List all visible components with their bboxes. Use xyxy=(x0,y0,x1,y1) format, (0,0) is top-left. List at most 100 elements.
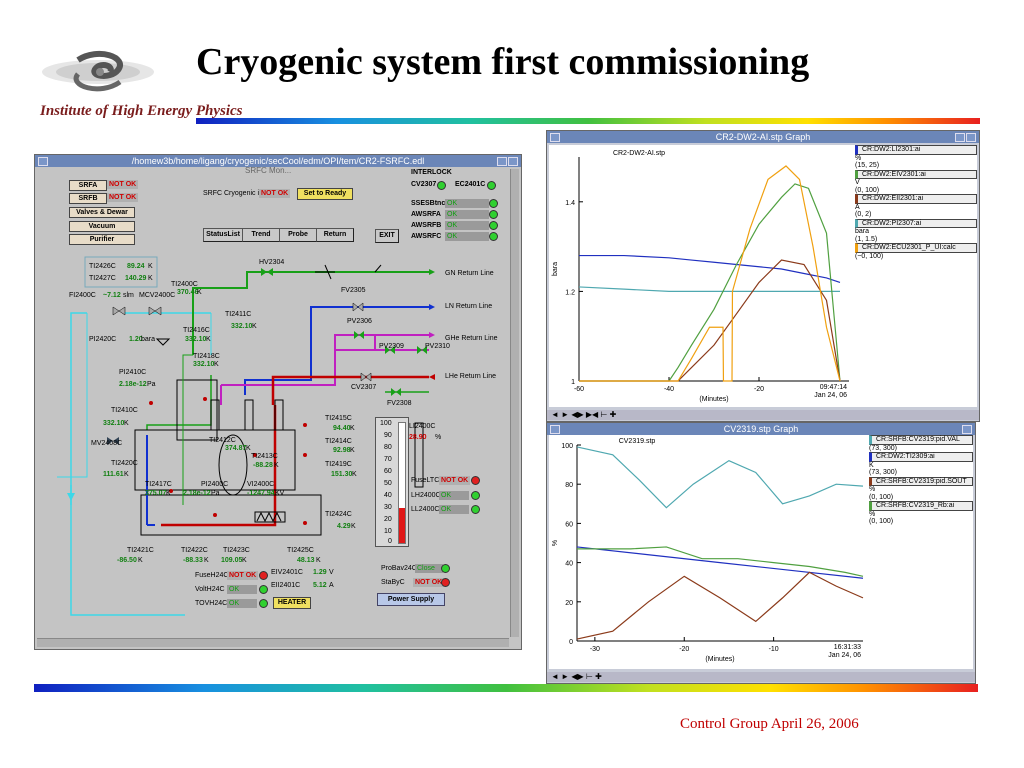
zoom-out-x-icon[interactable]: ▶◀ xyxy=(585,410,599,419)
pi2420c-unit: bara xyxy=(141,336,156,343)
vi2400c-value: -1247.94 xyxy=(247,490,275,497)
legend-entry[interactable]: CR:DW2:LI2301:ai%(15, 25) xyxy=(855,145,977,170)
pv2309-label: PV2309 xyxy=(379,343,404,350)
ti2416c-label: TI2416C xyxy=(183,327,210,334)
pi2400c-label: PI2400C xyxy=(201,481,229,488)
window-maximize-button[interactable] xyxy=(966,133,976,142)
tab-probe[interactable]: Probe xyxy=(279,228,317,242)
window-maximize-button[interactable] xyxy=(962,425,972,434)
nav-valves-dewar-button[interactable]: Valves & Dewar xyxy=(69,207,135,218)
pan-icon[interactable]: ⊢ xyxy=(600,410,608,419)
ti2411c-value: 332.10 xyxy=(231,323,253,330)
scroll-right-icon[interactable]: ► xyxy=(561,410,570,419)
ti2427c-value: 140.29 xyxy=(125,275,147,282)
scroll-left-icon[interactable]: ◄ xyxy=(551,410,559,419)
level-tick: 10 xyxy=(384,528,392,535)
heater-row-led xyxy=(259,585,268,594)
y-tick-label: 100 xyxy=(561,443,573,450)
exit-button[interactable]: EXIT xyxy=(375,229,399,243)
graph2-titlebar[interactable]: CV2319.stp Graph xyxy=(547,423,975,435)
window-menu-button[interactable] xyxy=(550,133,560,142)
heater-row-value: NOT OK xyxy=(227,571,259,580)
legend-range: (73, 300) xyxy=(869,469,898,476)
window-maximize-button[interactable] xyxy=(508,157,518,166)
ti2423c-unit: K xyxy=(242,557,247,564)
series-line xyxy=(578,286,840,292)
nav-purifier-button[interactable]: Purifier xyxy=(69,234,135,245)
ti2413c-unit: K xyxy=(274,462,279,469)
x-tick-label: -20 xyxy=(679,646,689,653)
footer-text: Control Group April 26, 2006 xyxy=(680,716,859,732)
level-tick: 30 xyxy=(384,504,392,511)
ti2414c-unit: K xyxy=(350,447,355,454)
level-bar-track xyxy=(398,422,406,544)
heater-button[interactable]: HEATER xyxy=(273,597,311,609)
status-row-label: FuseLTC xyxy=(411,477,440,484)
legend-entry[interactable]: CR:SRFB:CV2319_Rb:ai%(0, 100) xyxy=(869,501,973,526)
legend-series-name: CR:SRFB:CV2319_Rb:ai xyxy=(869,501,973,511)
window-menu-button[interactable] xyxy=(38,157,48,166)
pan-icon[interactable]: ⊢ xyxy=(585,672,593,681)
y-tick-label: 1 xyxy=(571,379,575,386)
edm-horizontal-scrollbar[interactable] xyxy=(37,638,509,647)
legend-entry[interactable]: CR:SRFB:CV2319:pid.VAL(73, 300) xyxy=(869,435,973,452)
fv2305-label: FV2305 xyxy=(341,287,366,294)
ti2419c-value: 151.30 xyxy=(331,471,353,478)
nav-vacuum-button[interactable]: Vacuum xyxy=(69,221,135,232)
tab-return[interactable]: Return xyxy=(316,228,354,242)
ti2411c-unit: K xyxy=(252,323,257,330)
graph1-legend: CR:DW2:LI2301:ai%(15, 25)CR:DW2:EIV2301:… xyxy=(855,145,977,260)
fi2400c-label: FI2400C xyxy=(69,292,96,299)
y-tick-label: 0 xyxy=(569,639,573,646)
legend-entry[interactable]: CR:SRFB:CV2319:pid.SOUT%(0, 100) xyxy=(869,476,973,502)
set-to-ready-button[interactable]: Set to Ready xyxy=(297,188,353,200)
power-supply-button[interactable]: Power Supply xyxy=(377,593,445,606)
ti2426c-value: 89.24 xyxy=(127,263,145,270)
level-tick: 90 xyxy=(384,432,392,439)
interlock-row-label: SSESBtnc xyxy=(411,200,446,207)
nav-srfa-button[interactable]: SRFA xyxy=(69,180,107,191)
zoom-in-x-icon[interactable]: ◀▶ xyxy=(571,410,584,419)
scroll-right-icon[interactable]: ► xyxy=(561,672,570,681)
ti2420c-label: TI2420C xyxy=(111,460,138,467)
header-rainbow-bar xyxy=(196,118,980,124)
nav-srfb-button[interactable]: SRFB xyxy=(69,193,107,204)
legend-entry[interactable]: CR:DW2:ECU2301_P_UI:calc(~0, 100) xyxy=(855,243,977,260)
legend-series-name: CR:DW2:PI2307:ai xyxy=(855,218,977,228)
eii2401c-label: EII2401C xyxy=(271,582,301,589)
interlock-row-label: AWSRFC xyxy=(411,233,442,240)
ti2412c-label: TI2412C xyxy=(209,437,236,444)
zoom-in-x-icon[interactable]: ◀▶ xyxy=(571,672,584,681)
ti2418c-value: 332.10 xyxy=(193,361,215,368)
series-line xyxy=(579,259,841,382)
add-icon[interactable]: ✚ xyxy=(609,410,617,419)
graph1-titlebar[interactable]: CR2-DW2-AI.stp Graph xyxy=(547,131,979,143)
window-menu-button[interactable] xyxy=(550,425,560,434)
eii2401c-unit: A xyxy=(329,582,334,589)
series-line xyxy=(579,254,841,284)
scroll-left-icon[interactable]: ◄ xyxy=(551,672,559,681)
window-minimize-button[interactable] xyxy=(497,157,507,166)
graph2-chart: 020406080100-30-20-10CV2319.stp(Minutes)… xyxy=(552,438,864,663)
edm-window: /homew3b/home/ligang/cryogenic/secCool/e… xyxy=(34,154,522,650)
y-tick-label: 40 xyxy=(565,561,573,568)
pi2420c-value: 1.20 xyxy=(129,336,143,343)
x-tick-label: -30 xyxy=(590,646,600,653)
edm-vertical-scrollbar[interactable] xyxy=(510,169,519,637)
chart-title: CV2319.stp xyxy=(619,438,656,445)
add-icon[interactable]: ✚ xyxy=(595,672,602,681)
edm-titlebar[interactable]: /homew3b/home/ligang/cryogenic/secCool/e… xyxy=(35,155,521,167)
ti2425c-value: 48.13 xyxy=(297,557,315,564)
legend-series-name: CR:DW2:LI2301:ai xyxy=(855,145,977,155)
chart-title: CR2-DW2-AI.stp xyxy=(613,150,665,157)
y-tick-label: 1.2 xyxy=(565,289,575,296)
srfc-cryogenic-label: SRFC Cryogenic is xyxy=(203,190,263,197)
window-minimize-button[interactable] xyxy=(955,133,965,142)
